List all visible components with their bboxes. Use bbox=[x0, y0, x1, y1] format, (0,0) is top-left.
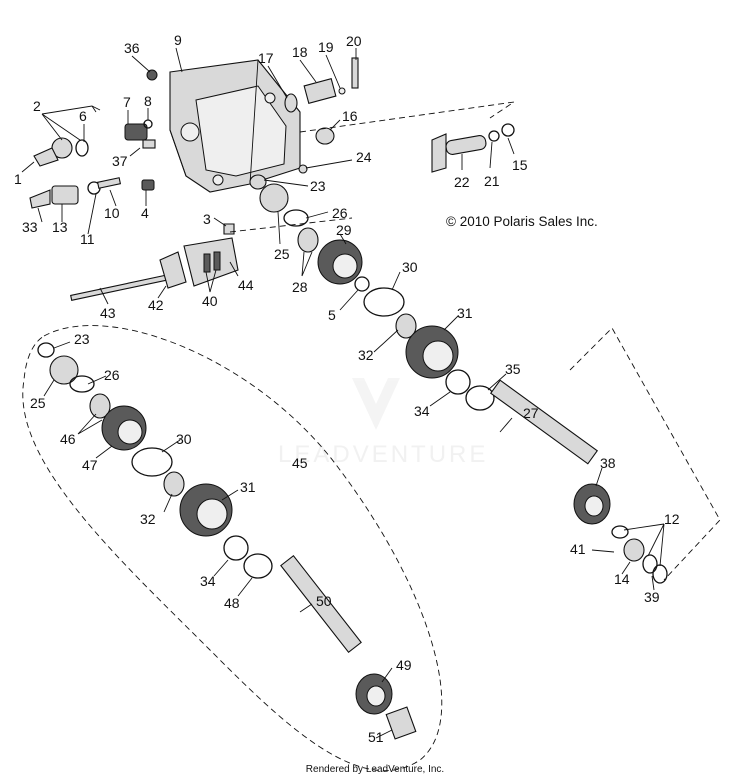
callout-label: 41 bbox=[570, 541, 586, 557]
callout-label: 3 bbox=[203, 211, 211, 227]
alternate-kit-outline bbox=[22, 325, 443, 772]
callout-label: 46 bbox=[60, 431, 76, 447]
callout-label: 12 bbox=[664, 511, 680, 527]
watermark-logo: LEADVENTURE bbox=[278, 378, 488, 468]
callout-label: 34 bbox=[414, 403, 430, 419]
callout-label: 20 bbox=[346, 33, 362, 49]
callout-label: 23 bbox=[310, 178, 326, 194]
callout-label: 48 bbox=[224, 595, 240, 611]
callout-label: 51 bbox=[368, 729, 384, 745]
callout-label: 33 bbox=[22, 219, 38, 235]
callout-label: 42 bbox=[148, 297, 164, 313]
bracket-assembly bbox=[431, 123, 515, 173]
callout-label: 39 bbox=[644, 589, 660, 605]
footer-text: Rendered by LeadVenture, Inc. bbox=[305, 764, 445, 775]
callout-label: 35 bbox=[505, 361, 521, 377]
callout-label: 19 bbox=[318, 39, 334, 55]
callout-label: 34 bbox=[200, 573, 216, 589]
callout-label: 9 bbox=[174, 32, 182, 48]
copyright-text: © 2010 Polaris Sales Inc. bbox=[446, 214, 598, 229]
callout-label: 31 bbox=[457, 305, 473, 321]
callout-label: 7 bbox=[123, 94, 131, 110]
callout-label: 21 bbox=[484, 173, 500, 189]
dashed-reference-lines bbox=[229, 101, 721, 581]
callout-label: 22 bbox=[454, 174, 470, 190]
callout-label: 23 bbox=[74, 331, 90, 347]
leader-lines bbox=[21, 47, 665, 739]
callout-label: 16 bbox=[342, 108, 358, 124]
callout-label: 4 bbox=[141, 205, 149, 221]
transmission-housing bbox=[169, 59, 301, 193]
callout-label: 31 bbox=[240, 479, 256, 495]
callout-label: 24 bbox=[356, 149, 372, 165]
callout-label: 5 bbox=[328, 307, 336, 323]
callout-label: 36 bbox=[124, 40, 140, 56]
callout-label: 30 bbox=[176, 431, 192, 447]
callout-label: 50 bbox=[316, 593, 332, 609]
callout-label: 47 bbox=[82, 457, 98, 473]
callout-label: 29 bbox=[336, 222, 352, 238]
shift-assembly bbox=[70, 237, 239, 301]
callout-label: 14 bbox=[614, 571, 630, 587]
upper-gear-train bbox=[249, 174, 668, 584]
callout-label: 25 bbox=[274, 246, 290, 262]
callout-label: 43 bbox=[100, 305, 116, 321]
callout-label: 17 bbox=[258, 50, 274, 66]
upper-small-parts bbox=[29, 57, 359, 235]
callout-label: 2 bbox=[33, 98, 41, 114]
callout-label: 40 bbox=[202, 293, 218, 309]
callout-label: 10 bbox=[104, 205, 120, 221]
callout-label: 28 bbox=[292, 279, 308, 295]
callout-label: 1 bbox=[14, 171, 22, 187]
callout-label: 32 bbox=[358, 347, 374, 363]
callouts: 36 9 17 18 19 20 2 6 7 8 16 37 24 1 23 1… bbox=[14, 32, 680, 745]
callout-label: 37 bbox=[112, 153, 128, 169]
callout-label: 49 bbox=[396, 657, 412, 673]
callout-label: 15 bbox=[512, 157, 528, 173]
callout-label: 18 bbox=[292, 44, 308, 60]
lower-gear-train bbox=[37, 342, 417, 740]
callout-label: 8 bbox=[144, 93, 152, 109]
callout-label: 38 bbox=[600, 455, 616, 471]
watermark-text: LEADVENTURE bbox=[278, 441, 488, 468]
callout-label: 6 bbox=[79, 108, 87, 124]
callout-label: 32 bbox=[140, 511, 156, 527]
callout-label: 26 bbox=[104, 367, 120, 383]
callout-label: 11 bbox=[80, 231, 95, 247]
callout-label: 44 bbox=[238, 277, 254, 293]
callout-label: 30 bbox=[402, 259, 418, 275]
callout-label: 27 bbox=[523, 405, 539, 421]
callout-label: 26 bbox=[332, 205, 348, 221]
callout-label: 45 bbox=[292, 455, 308, 471]
callout-label: 25 bbox=[30, 395, 46, 411]
callout-label: 13 bbox=[52, 219, 68, 235]
